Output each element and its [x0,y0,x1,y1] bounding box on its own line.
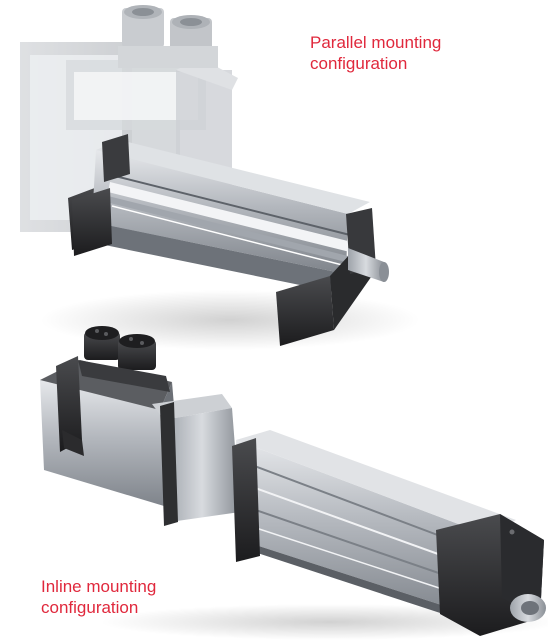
inline-caption-line-2: configuration [41,598,139,617]
parallel-caption-line-2: configuration [310,54,408,73]
inline-actuator-illustration [40,326,548,640]
inline-mounting-caption: Inline mounting configuration [41,576,156,618]
parallel-mounting-caption: Parallel mounting configuration [310,32,441,74]
parallel-caption-line-1: Parallel mounting [310,33,442,52]
parallel-actuator-illustration [20,5,420,350]
inline-caption-line-1: Inline mounting [41,577,157,596]
